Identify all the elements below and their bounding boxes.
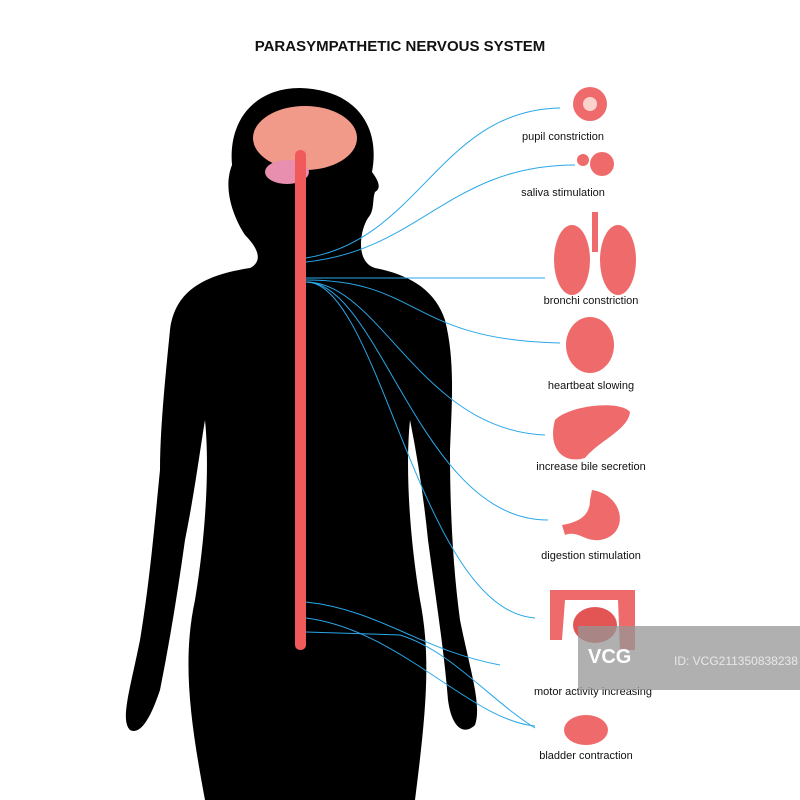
organs <box>550 87 636 745</box>
stomach-icon <box>562 490 620 541</box>
liver-icon <box>553 405 630 460</box>
page-title: PARASYMPATHETIC NERVOUS SYSTEM <box>254 38 546 55</box>
spinal-cord <box>295 150 306 650</box>
label-saliva: saliva stimulation <box>521 187 605 199</box>
label-bronchi: bronchi constriction <box>543 295 639 307</box>
label-digestion: digestion stimulation <box>541 550 641 562</box>
salivary-gland-icon <box>590 152 614 176</box>
label-pupil: pupil constriction <box>522 131 604 143</box>
watermark: VCG ID: VCG211350838238 <box>578 626 800 690</box>
watermark-id: ID: VCG211350838238 <box>674 654 798 668</box>
watermark-logo: VCG <box>588 646 632 668</box>
label-heart: heartbeat slowing <box>547 380 635 392</box>
brain <box>253 106 357 170</box>
lungs-icon <box>554 225 590 295</box>
nerve-lines <box>305 107 576 729</box>
bladder-icon <box>564 715 608 745</box>
heart-icon <box>566 317 614 373</box>
label-bladder: bladder contraction <box>539 750 633 762</box>
label-bile: increase bile secretion <box>536 461 646 473</box>
